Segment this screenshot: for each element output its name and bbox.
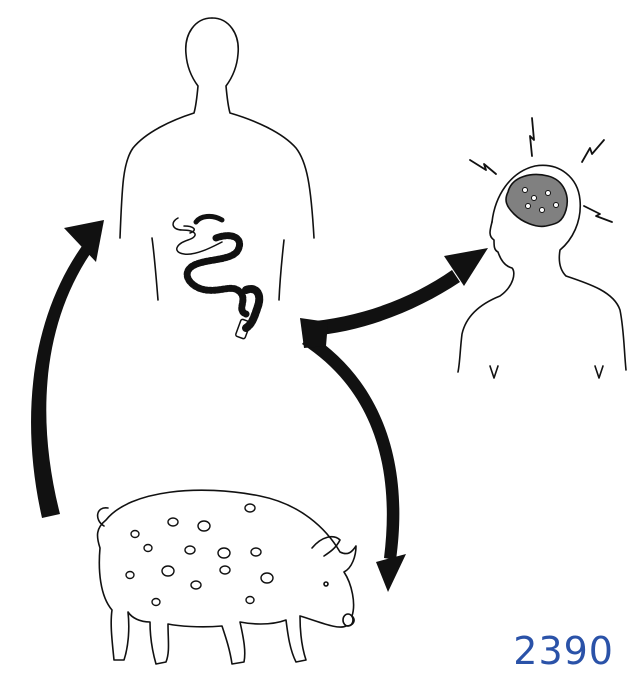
human-host-icon [120,18,314,339]
brain-icon [506,175,567,227]
pig-icon [98,490,356,664]
pig-to-human-arrow [31,246,90,518]
figure-id-label: 2390 [513,629,614,673]
human-to-pig-arrow [302,334,399,560]
cycle-arrows [31,220,488,592]
neurocysticercosis-human-icon [458,118,626,378]
tapeworm-icon [173,216,259,339]
